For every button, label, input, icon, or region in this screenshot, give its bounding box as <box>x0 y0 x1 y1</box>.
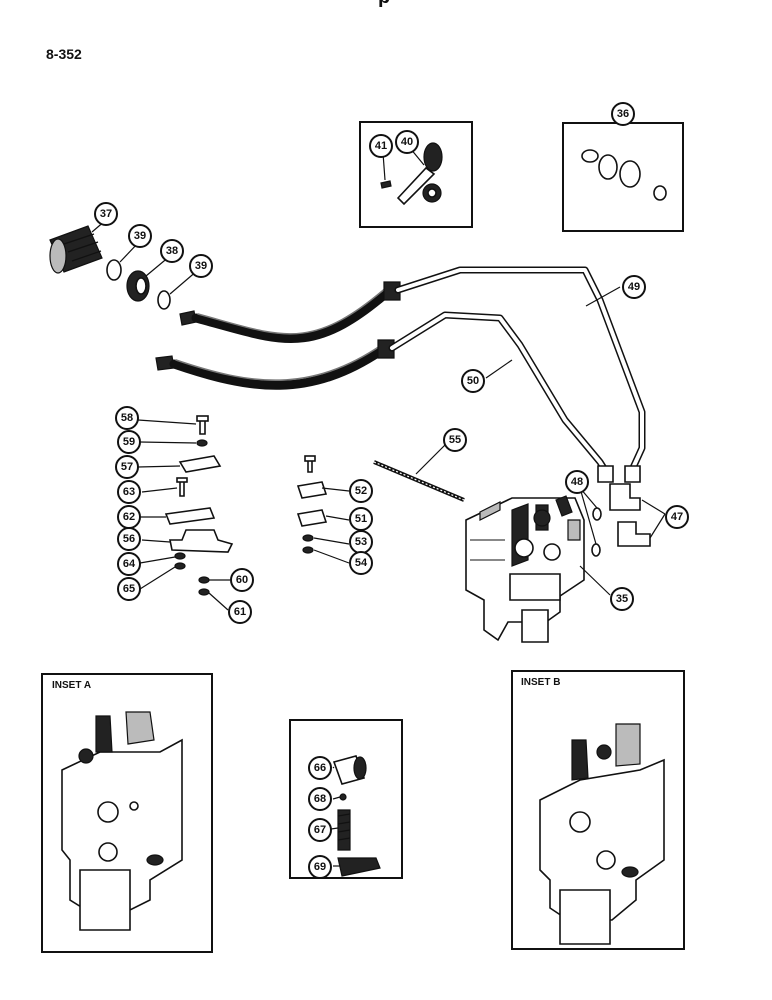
nut-38 <box>126 270 150 302</box>
control-valve-35 <box>465 495 585 643</box>
svg-text:50: 50 <box>467 375 479 387</box>
callout-40: 40 <box>395 130 419 154</box>
callout-51: 51 <box>349 507 373 531</box>
svg-text:36: 36 <box>617 108 629 120</box>
callout-54: 54 <box>349 551 373 575</box>
callout-63: 63 <box>117 480 141 504</box>
svg-text:67: 67 <box>314 824 326 836</box>
callout-62: 62 <box>117 505 141 529</box>
ring-39-upper <box>106 259 122 281</box>
inset-b-title: INSET B <box>521 677 560 688</box>
callout-56: 56 <box>117 527 141 551</box>
callout-57: 57 <box>115 455 139 479</box>
callout-47: 47 <box>665 505 689 529</box>
detail-box-lever <box>359 121 473 228</box>
callout-39-upper: 39 <box>128 224 152 248</box>
svg-text:68: 68 <box>314 793 326 805</box>
callout-36: 36 <box>611 102 635 126</box>
svg-text:66: 66 <box>314 762 326 774</box>
svg-text:54: 54 <box>355 557 368 569</box>
callout-48: 48 <box>565 470 589 494</box>
callout-69: 69 <box>308 855 332 879</box>
svg-text:51: 51 <box>355 513 367 525</box>
callout-52: 52 <box>349 479 373 503</box>
svg-text:61: 61 <box>234 606 246 618</box>
callout-37: 37 <box>94 202 118 226</box>
page-title-fragment: p <box>378 0 390 9</box>
seal-rings <box>581 149 667 201</box>
svg-text:48: 48 <box>571 476 583 488</box>
svg-text:63: 63 <box>123 486 135 498</box>
bracket-hardware <box>164 415 328 596</box>
callout-66: 66 <box>308 756 332 780</box>
svg-text:69: 69 <box>314 861 326 873</box>
svg-text:60: 60 <box>236 574 248 586</box>
inset-a-box <box>41 673 213 953</box>
svg-text:64: 64 <box>123 558 136 570</box>
ring-39-lower <box>157 290 171 310</box>
callout-41: 41 <box>369 134 393 158</box>
svg-text:49: 49 <box>628 281 640 293</box>
svg-text:41: 41 <box>375 140 387 152</box>
svg-text:37: 37 <box>100 208 112 220</box>
svg-text:62: 62 <box>123 511 135 523</box>
inset-a-title: INSET A <box>52 680 91 691</box>
coupler-37 <box>49 225 103 274</box>
callout-61: 61 <box>228 600 252 624</box>
callout-64: 64 <box>117 552 141 576</box>
tie-rod-55 <box>373 460 465 502</box>
svg-text:56: 56 <box>123 533 135 545</box>
spring-detail-parts <box>332 755 381 877</box>
inset-a-valve <box>61 711 183 931</box>
callout-59: 59 <box>117 430 141 454</box>
callout-65: 65 <box>117 577 141 601</box>
callout-58: 58 <box>115 406 139 430</box>
inset-b-box <box>511 670 685 950</box>
svg-text:58: 58 <box>121 412 133 424</box>
lever-assembly <box>380 142 443 206</box>
svg-text:35: 35 <box>616 593 628 605</box>
callout-53: 53 <box>349 530 373 554</box>
callout-49: 49 <box>622 275 646 299</box>
svg-text:39: 39 <box>195 260 207 272</box>
svg-text:55: 55 <box>449 434 461 446</box>
hose-upper <box>179 281 401 343</box>
svg-text:52: 52 <box>355 485 367 497</box>
callout-67: 67 <box>308 818 332 842</box>
svg-text:39: 39 <box>134 230 146 242</box>
inset-b-valve <box>539 723 665 945</box>
svg-text:47: 47 <box>671 511 683 523</box>
callout-55: 55 <box>443 428 467 452</box>
page-number: 8-352 <box>46 46 82 62</box>
callout-68: 68 <box>308 787 332 811</box>
svg-text:59: 59 <box>123 436 135 448</box>
svg-text:65: 65 <box>123 583 135 595</box>
svg-text:57: 57 <box>121 461 133 473</box>
callout-50: 50 <box>461 369 485 393</box>
svg-text:40: 40 <box>401 136 413 148</box>
callout-38: 38 <box>160 239 184 263</box>
detail-box-spring <box>289 719 403 879</box>
callout-35: 35 <box>610 587 634 611</box>
hose-lower <box>155 339 395 390</box>
callout-39-lower: 39 <box>189 254 213 278</box>
callout-60: 60 <box>230 568 254 592</box>
svg-text:38: 38 <box>166 245 178 257</box>
elbow-fittings <box>591 483 651 557</box>
tube-50 <box>388 311 614 483</box>
svg-text:53: 53 <box>355 536 367 548</box>
tube-49 <box>394 266 646 483</box>
